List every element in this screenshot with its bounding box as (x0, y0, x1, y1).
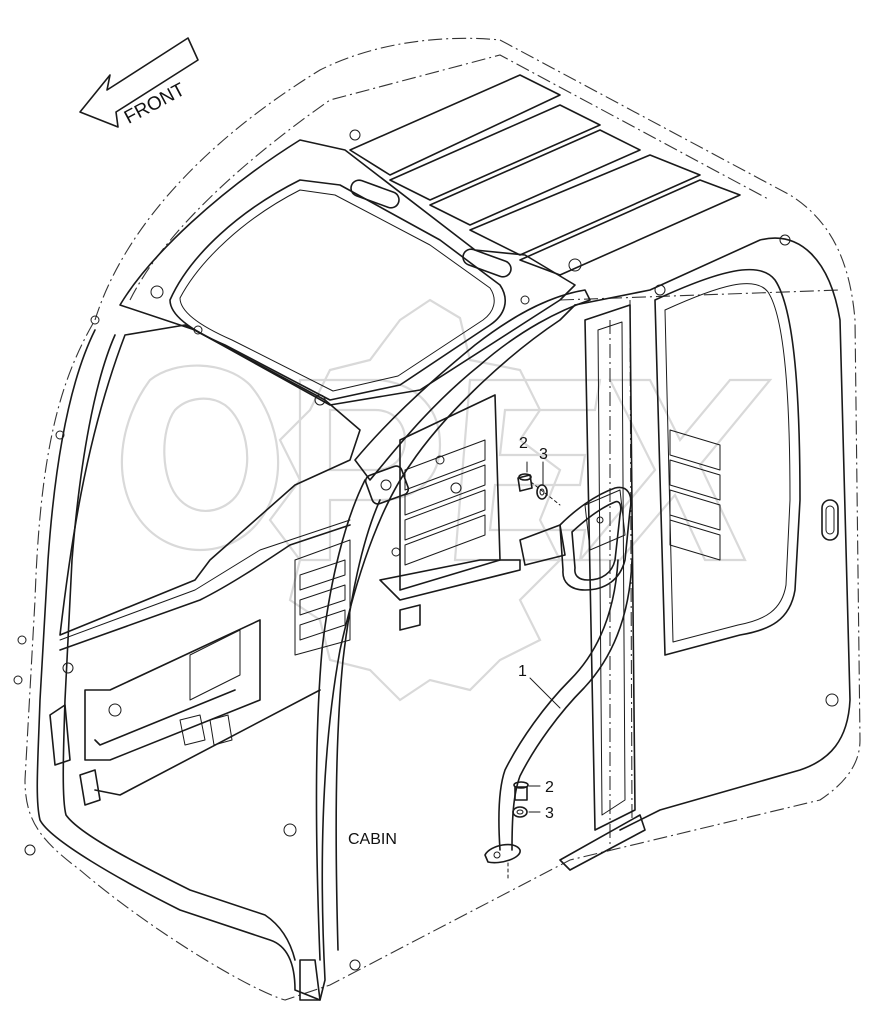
lower-fastener-set (512, 781, 541, 818)
callout-2-lower: 2 (545, 779, 554, 796)
watermark-logo (120, 298, 773, 702)
callout-1-leader (529, 677, 561, 709)
callout-2-upper: 2 (519, 435, 528, 452)
part-1-grab-handle (484, 486, 633, 881)
callout-1: 1 (518, 663, 527, 680)
cab-phantom-outline (24, 37, 861, 1001)
upper-fastener-set (517, 461, 561, 506)
cab-left-side (13, 315, 361, 806)
cab-rear-interior (294, 394, 566, 656)
cab-roof (119, 74, 791, 406)
callout-3-upper: 3 (539, 446, 548, 463)
front-arrow: FRONT (79, 37, 199, 129)
cab-right-door (559, 237, 851, 871)
callout-3-lower: 3 (545, 805, 554, 822)
cabin-label: CABIN (348, 831, 397, 848)
